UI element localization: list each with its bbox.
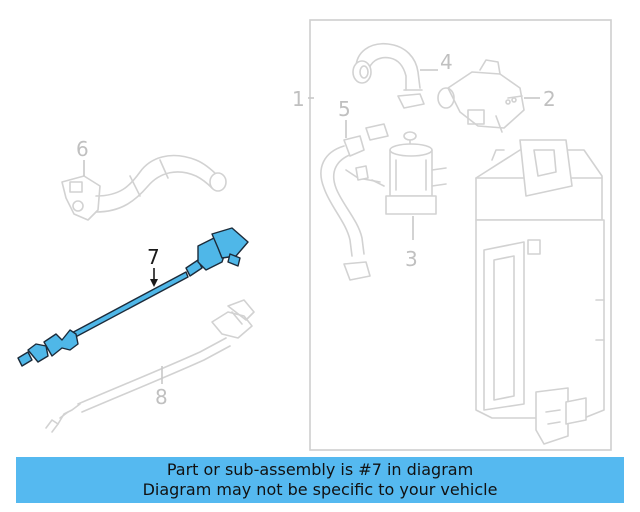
charcoal-canister[interactable] (475, 139, 605, 445)
banner-line-2: Diagram may not be specific to your vehi… (142, 480, 498, 499)
info-banner: Part or sub-assembly is #7 in diagram Di… (16, 457, 624, 503)
callout-1: 1 (292, 87, 305, 111)
banner-line-1: Part or sub-assembly is #7 in diagram (166, 460, 474, 479)
callout-8: 8 (155, 385, 168, 409)
callout-3: 3 (405, 247, 418, 271)
callout-4: 4 (440, 50, 453, 74)
part-6-hose[interactable] (61, 154, 227, 221)
callout-7: 7 (147, 245, 160, 269)
part-7-oxygen-sensor[interactable] (17, 227, 249, 367)
callout-6: 6 (76, 137, 89, 161)
callout-2: 2 (543, 87, 556, 111)
part-8-oxygen-sensor[interactable] (45, 299, 255, 433)
part-2-valve[interactable] (437, 59, 525, 133)
part-5-hose[interactable] (320, 123, 389, 281)
assembly-frame (309, 19, 612, 451)
part-4-hose[interactable] (352, 43, 425, 109)
part-3-filter[interactable] (385, 131, 447, 215)
parts-diagram: 6 8 7 4 (17, 19, 612, 451)
callout-5: 5 (338, 97, 351, 121)
